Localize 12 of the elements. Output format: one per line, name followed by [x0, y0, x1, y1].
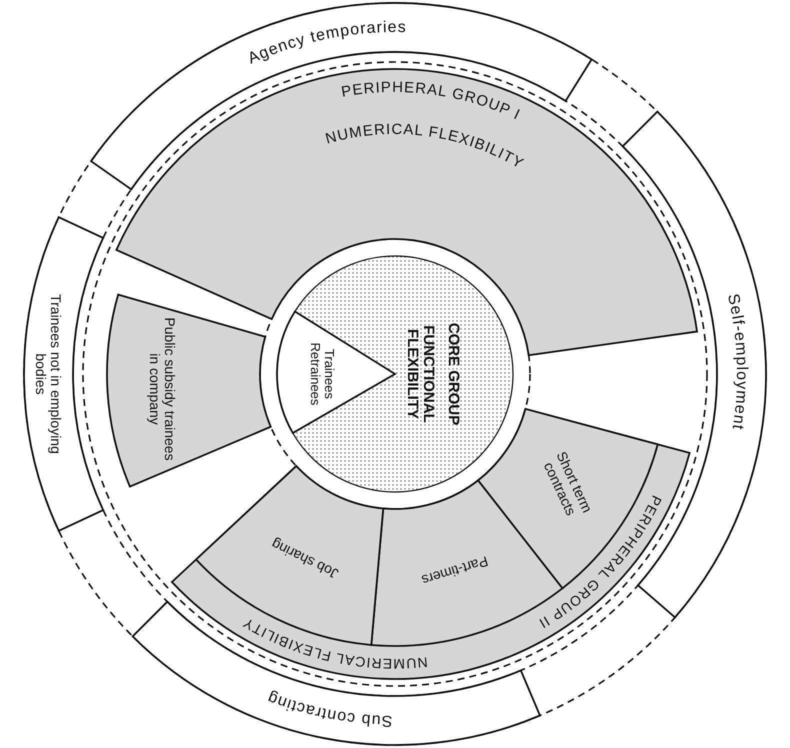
sector	[106, 294, 272, 488]
group-heading: PERIPHERAL GROUP I	[340, 78, 524, 124]
ring-segment	[90, 2, 592, 190]
segment-label: Trainees not in employing bodies	[32, 293, 64, 456]
ring-segment	[24, 216, 104, 532]
wedge-label: Trainees Retrainees	[308, 342, 336, 408]
core-circle	[276, 255, 514, 493]
core-label: CORE GROUP	[444, 322, 462, 426]
sector-label: Public subsidy trainees in company	[146, 316, 178, 463]
wedge	[276, 310, 396, 434]
ring-segment	[132, 600, 541, 746]
core-label: FUNCTIONAL FLEXIBILITY	[404, 324, 436, 425]
